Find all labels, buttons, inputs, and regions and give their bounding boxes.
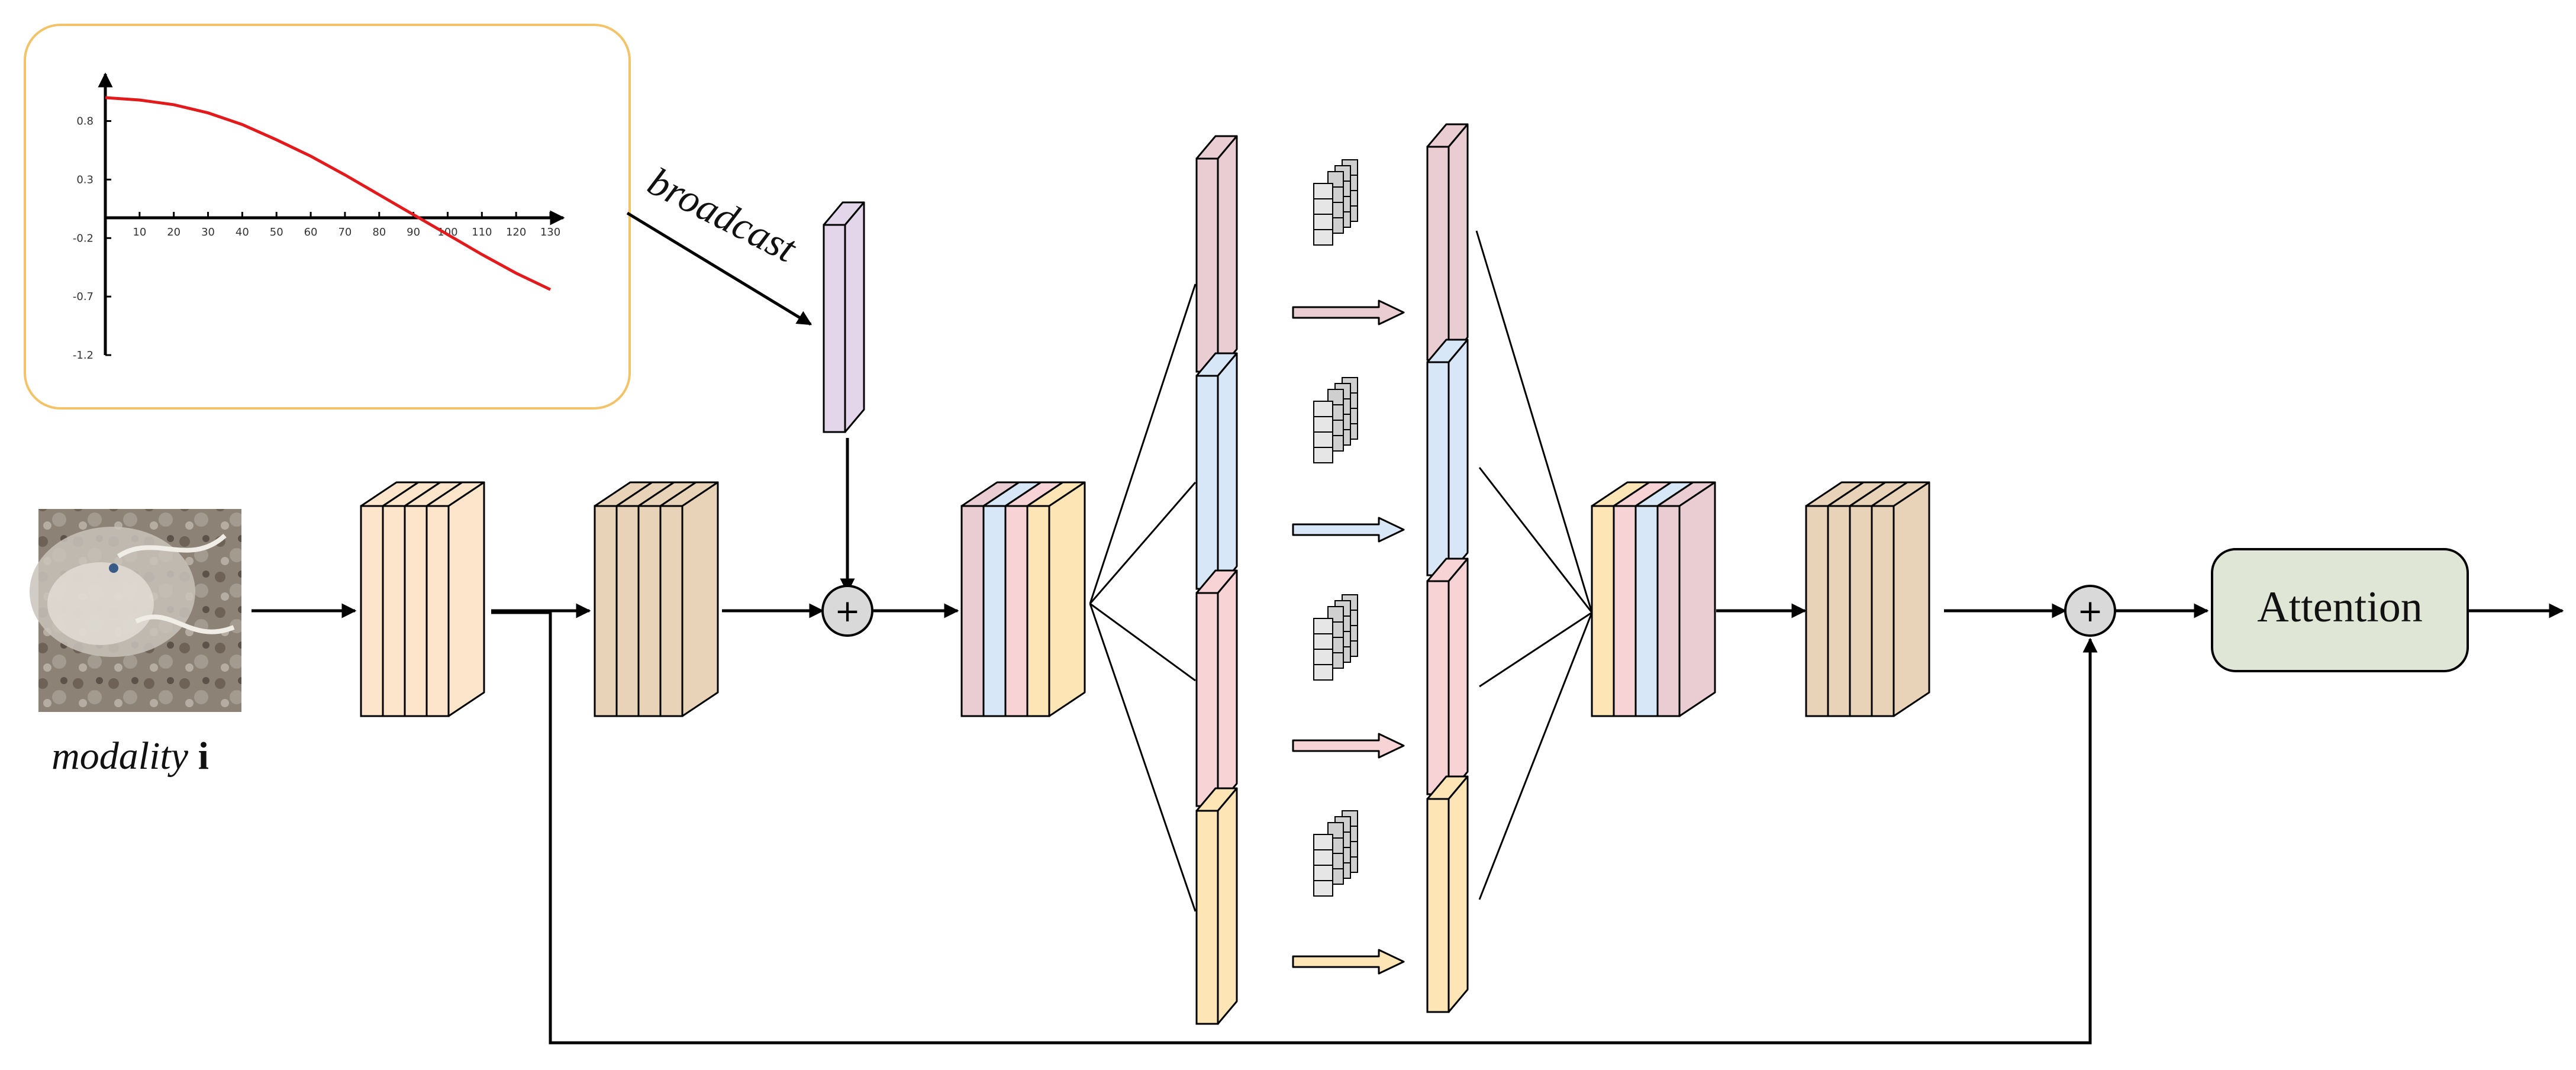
x-tick-label: 30 — [201, 226, 215, 239]
x-tick-label: 120 — [506, 226, 526, 239]
branch-input-1 — [1195, 135, 1238, 373]
transform-arrow-2 — [1292, 517, 1405, 543]
branch-input-2 — [1195, 352, 1238, 590]
conv-kernel-1 — [1313, 159, 1358, 246]
x-tick-label: 50 — [270, 226, 283, 239]
branch-input-3 — [1195, 569, 1238, 807]
skip-connection — [491, 611, 2098, 1045]
add-node-2: + — [2064, 585, 2116, 637]
block-4-concat — [1591, 481, 1716, 717]
x-tick-label: 70 — [338, 226, 352, 239]
fan-in-lines — [1475, 230, 1593, 900]
branch-output-4 — [1426, 775, 1469, 1013]
x-tick-label: 80 — [372, 226, 386, 239]
modality-index: i — [198, 734, 209, 778]
block-1 — [360, 481, 485, 717]
broadcast-label: broadcast — [641, 159, 804, 272]
branch-input-4 — [1195, 787, 1238, 1025]
modality-label: modality i — [24, 734, 237, 779]
x-tick-label: 90 — [407, 226, 420, 239]
add-node-1: + — [821, 585, 873, 637]
feature-layer — [1656, 481, 1716, 717]
transform-arrow-4 — [1292, 949, 1405, 975]
block-2 — [594, 481, 719, 717]
branch-output-2 — [1426, 339, 1469, 576]
inset-chart: 10 20 30 40 50 60 70 80 90 100 110 120 130 0.8 0.3 -0.2… — [24, 24, 631, 410]
attention-block: Attention — [2211, 548, 2469, 672]
x-tick-label: 10 — [133, 226, 146, 239]
y-tick-label: 0.8 — [76, 115, 94, 128]
conv-kernel-4 — [1313, 810, 1358, 897]
modality-image — [30, 509, 241, 712]
attention-label: Attention — [2257, 583, 2423, 631]
feature-layer — [425, 481, 485, 717]
x-tick-label: 20 — [167, 226, 180, 239]
x-tick-label: 110 — [472, 226, 492, 239]
svg-text:+: + — [834, 594, 860, 629]
x-tick-label: 40 — [236, 226, 249, 239]
chart-series-line — [105, 96, 552, 291]
conv-kernel-2 — [1313, 377, 1358, 463]
transform-arrow-1 — [1292, 299, 1405, 325]
modality-word: modality — [51, 734, 189, 778]
broadcast-arrow — [626, 211, 813, 326]
block-3-concat — [960, 481, 1086, 717]
conv-kernel-3 — [1313, 594, 1358, 681]
x-tick-label: 130 — [540, 226, 560, 239]
y-tick-label: -0.7 — [73, 291, 94, 303]
feature-layer — [1871, 481, 1930, 717]
y-tick-label: -1.2 — [73, 349, 94, 362]
fan-out-lines — [1089, 283, 1197, 912]
y-tick-label: 0.3 — [76, 173, 94, 186]
feature-layer — [659, 481, 719, 717]
transform-arrow-3 — [1292, 733, 1405, 759]
branch-output-1 — [1426, 123, 1469, 361]
y-tick-label: -0.2 — [73, 232, 94, 244]
x-tick-label: 60 — [304, 226, 318, 239]
block-5 — [1805, 481, 1930, 717]
branch-output-3 — [1426, 557, 1469, 795]
x-tick-label: 100 — [437, 226, 457, 239]
svg-text:+: + — [2077, 594, 2103, 629]
broadcast-feature — [823, 201, 865, 433]
feature-layer — [1026, 481, 1086, 717]
